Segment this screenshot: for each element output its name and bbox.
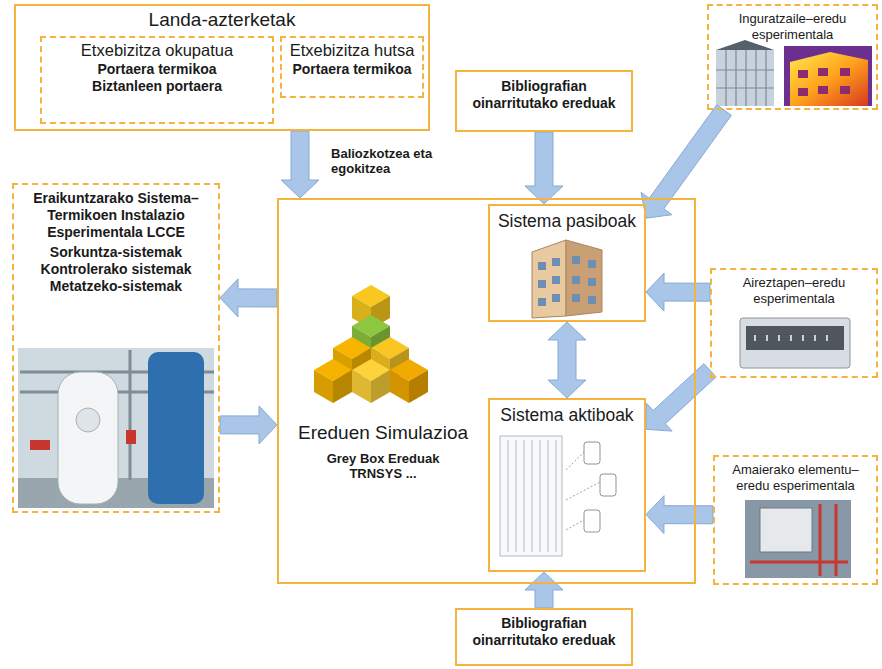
block-arrow [220, 406, 277, 444]
edge-label: Baliozkotzea eta egokitzea [328, 145, 458, 178]
facade-mullions [716, 50, 774, 106]
radiator-fins [508, 440, 556, 552]
node-title: Etxebizitza okupatua [46, 41, 268, 61]
block-arrow [646, 496, 713, 534]
solid-panel: Bibliografian oinarritutako ereduak [455, 608, 633, 666]
block-arrow [646, 273, 710, 311]
valve [30, 440, 50, 450]
cube [314, 359, 352, 403]
dashed-panel: Inguratzaile–eredu esperimentala [707, 4, 878, 110]
solid-panel: Sistema pasiboak [488, 204, 646, 322]
equipment-pipes [750, 504, 848, 576]
node-body: Sorkuntza-sistemak Kontrolerako sistemak… [29, 244, 204, 294]
building-side [566, 240, 602, 316]
node-body: Portaera termikoa Biztanleen portaera [75, 61, 240, 95]
node-title: Ereduen Simulazioa [288, 422, 478, 445]
node-title: Sistema aktiboak [494, 405, 640, 426]
block-arrow [281, 131, 319, 198]
node-title: Bibliografian oinarritutako ereduak [461, 615, 627, 649]
dashed-panel: Aireztapen–eredu esperimentala [710, 268, 878, 378]
cube [390, 359, 428, 403]
device-panel [746, 326, 844, 350]
dashed-panel: Etxebizitza hutsaPortaera termikoa [280, 36, 424, 98]
solid-panel: Landa-azterketakEtxebizitza okupatuaPort… [14, 4, 430, 131]
node-title: Eraikuntzarako Sistema–Termikoen Instala… [18, 190, 214, 240]
block-arrow [641, 105, 731, 218]
node-title: Aireztapen–eredu esperimentala [716, 275, 872, 306]
thermostat [600, 474, 616, 496]
valve [126, 430, 136, 444]
solid-panel: Ereduen SimulazioaGrey Box Ereduak TRNSY… [277, 198, 696, 584]
equipment-background [745, 500, 851, 578]
dashed-panel: Etxebizitza okupatuaPortaera termikoa Bi… [40, 36, 274, 124]
thermal-building [790, 52, 868, 106]
block-arrow [220, 279, 277, 317]
node-title: Inguratzaile–eredu esperimentala [713, 11, 872, 42]
node-body: Portaera termikoa [286, 61, 418, 78]
block-arrow [646, 364, 716, 431]
thermal-background [784, 46, 872, 106]
thermal-windows [798, 68, 850, 96]
tank-dial [76, 408, 100, 432]
dashed-panel: Eraikuntzarako Sistema–Termikoen Instala… [12, 183, 220, 513]
node-title: Etxebizitza hutsa [286, 41, 418, 61]
node-title: Landa-azterketak [20, 9, 424, 32]
block-arrow [525, 572, 563, 608]
block-arrow [548, 322, 586, 398]
glass-facade [716, 50, 774, 106]
node-body: Grey Box Ereduak TRNSYS ... [318, 451, 448, 482]
node-title: Sistema pasiboak [494, 211, 640, 232]
logger-device [740, 318, 850, 368]
white-tank [58, 372, 118, 504]
node-title: Bibliografian oinarritutako ereduak [461, 78, 627, 112]
radiator [500, 436, 562, 556]
device-connectors [754, 335, 828, 341]
block-arrow [525, 132, 563, 204]
node-title: Amaierako elementu–eredu esperimentala [719, 462, 872, 493]
thermostat [584, 442, 600, 464]
equipment-cabinet [760, 508, 812, 552]
thermostat [584, 510, 600, 532]
solid-panel: Bibliografian oinarritutako ereduak [455, 70, 633, 132]
dashed-panel: Amaierako elementu–eredu esperimentala [713, 455, 878, 585]
cube [352, 359, 390, 403]
lab-wall [18, 348, 214, 508]
solid-panel: Sistema aktiboak [488, 398, 646, 572]
blue-tank [148, 352, 204, 504]
building-front [532, 240, 566, 318]
building-windows [538, 256, 596, 306]
